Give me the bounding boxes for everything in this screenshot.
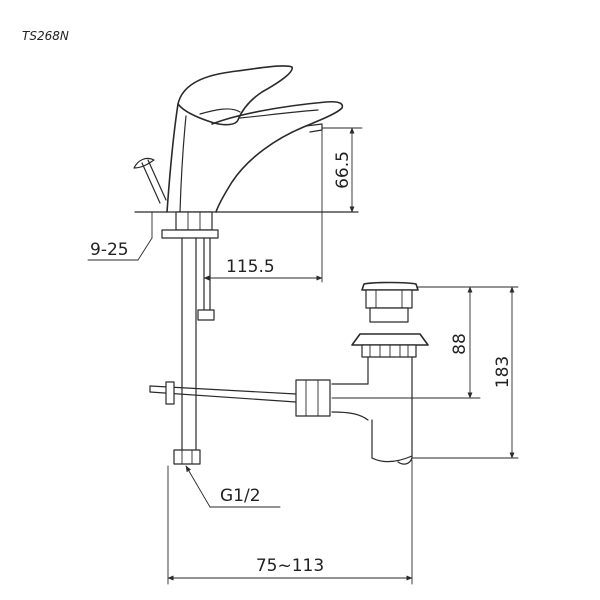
dim-drain-total-height: 183 xyxy=(411,286,519,459)
mounting-shank xyxy=(161,211,219,453)
dim-drain-total-height-label: 183 xyxy=(493,356,513,388)
dim-spout-reach-label: 115.5 xyxy=(226,257,275,277)
callout-connection-thread-label: G1/2 xyxy=(220,486,261,506)
dim-center-distance: 75~113 xyxy=(167,459,413,585)
dim-spout-height: 66.5 xyxy=(321,127,363,213)
supply-connector xyxy=(173,449,201,465)
drain-assembly xyxy=(295,281,429,465)
dim-deck-thickness: 9-25 xyxy=(87,211,153,261)
dim-center-distance-label: 75~113 xyxy=(256,556,324,576)
dim-popup-height-label: 88 xyxy=(450,333,470,355)
dim-spout-height-label: 66.5 xyxy=(333,151,353,189)
model-code-label: TS268N xyxy=(22,29,69,43)
dim-deck-thickness-label: 9-25 xyxy=(90,240,129,260)
dim-spout-reach: 115.5 xyxy=(203,127,323,283)
popup-rod xyxy=(133,157,167,204)
linkage-rod xyxy=(149,381,297,405)
callout-connection-thread: G1/2 xyxy=(185,465,281,508)
faucet-body xyxy=(166,65,344,213)
dim-popup-height: 88 xyxy=(331,286,519,399)
